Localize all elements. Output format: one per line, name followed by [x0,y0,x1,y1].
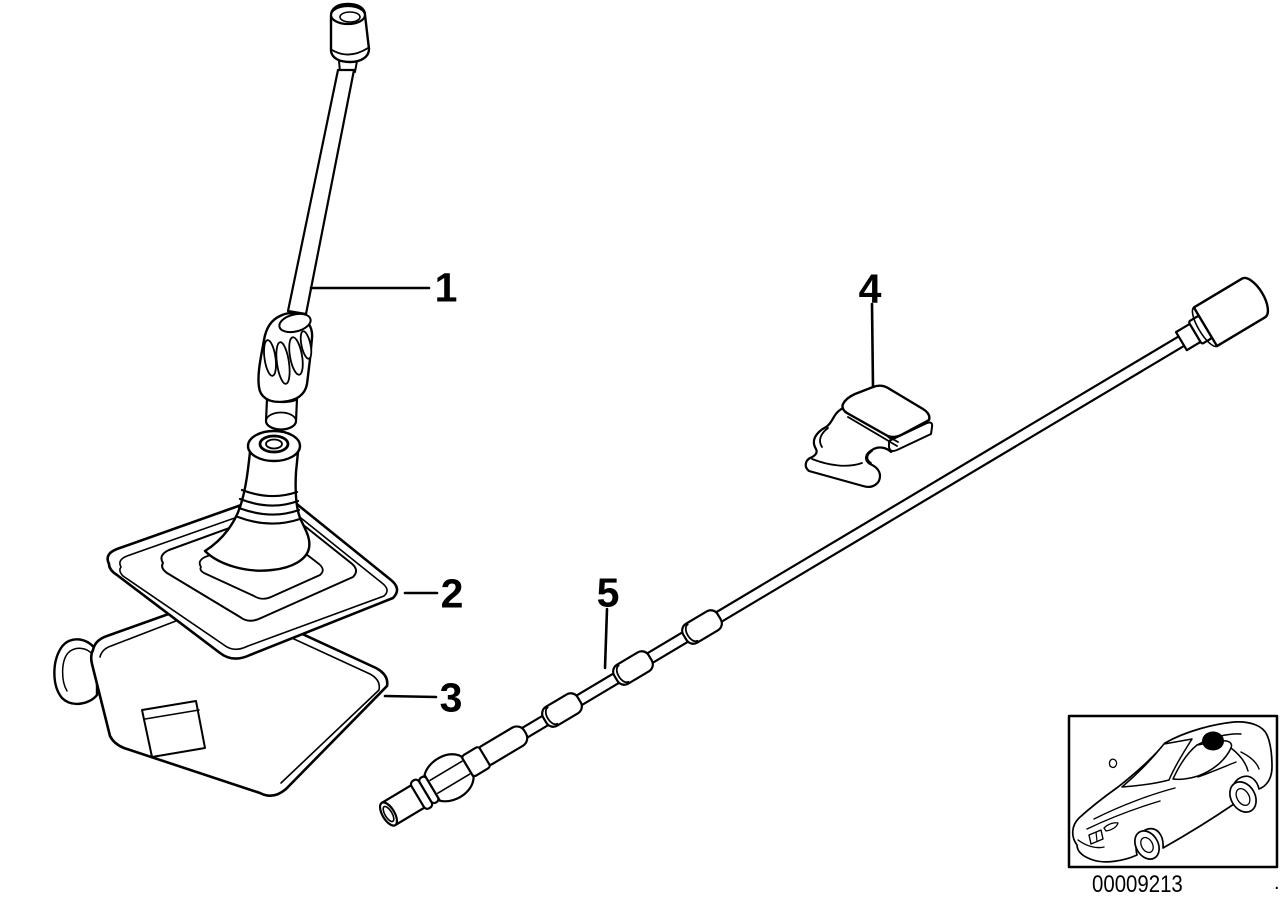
plug-hex-facet [437,773,471,795]
box-label-sticker-inner-line [144,709,200,720]
base-pad-inner-line [119,504,388,651]
clip-plate-edge-line [847,416,898,447]
car-bumper-line [1077,839,1105,849]
cable-sleeve-3 [612,650,654,686]
cable-plug-connector [378,746,491,827]
base-cone-socket-hole [265,438,283,450]
car-rear-wheel-hub [1235,787,1251,807]
mast-cap-top-inner [339,11,361,23]
leader-line-5 [603,607,609,670]
callout-label-5[interactable]: 5 [596,569,620,616]
clip-strap-fold-line [811,458,863,467]
car-hood-crease [1086,800,1161,830]
drawing-number: 00009213 [1092,871,1183,898]
base-cone-rib [238,497,300,507]
callout-label-3[interactable]: 3 [439,674,463,721]
cable-sleeve-2 [541,692,583,728]
collar-flute [288,336,304,376]
part-5-antenna-cable [378,276,1270,827]
mast-cap-top [329,4,367,26]
mast-cap-seam [331,47,369,56]
car-rear-wheel [1229,781,1257,813]
cable-sleeve-4 [681,609,723,645]
base-cone-socket-rim [258,434,290,454]
antenna-location-marker [1202,731,1224,751]
box-side-bump-inner-line [61,647,94,692]
base-cone-boot [203,450,311,572]
collar-flute [263,339,277,377]
callout-label-2[interactable]: 2 [440,570,464,617]
car-trunk-line [1240,751,1260,770]
part-2-antenna-base [106,429,399,660]
box-label-sticker [141,700,206,758]
car-front-wheel-hub [1140,836,1154,854]
collar-flute [299,330,313,360]
plug-collar [461,746,491,778]
mast-rod [286,68,356,316]
base-cone-rib [240,488,299,498]
car-headlight [1103,822,1119,832]
car-grille-divider [1095,831,1098,842]
car-belt-line [1197,761,1237,778]
plug-tip-bore [382,805,395,823]
base-cone-rib [237,506,301,516]
socket-barrel [1192,276,1270,348]
leader-line-4 [870,302,875,389]
socket-barrel-base [1191,306,1218,348]
car-mirror [1108,758,1118,769]
callout-label-1[interactable]: 1 [434,264,458,311]
clip-strap-fold-line [819,427,829,448]
car-location-inset [1067,714,1279,869]
cable-socket-connector [1174,276,1270,352]
base-cone-rib [236,515,302,525]
stray-print-mark: . [1274,872,1280,894]
leader-line-3 [383,694,438,699]
callout-leader-lines [309,286,875,699]
collar-top-rim [278,312,312,334]
car-windshield [1121,738,1193,788]
clip-strap-curl-line [866,450,873,464]
part-1-antenna-mast [257,2,371,431]
clip-lower-leaf [888,421,934,452]
part-4-cable-clip [804,384,934,488]
clip-plate-edge-line [844,411,899,443]
car-front-wheel [1134,830,1160,860]
callout-label-4[interactable]: 4 [858,265,882,312]
plug-hex-facet [429,760,463,782]
plug-tip-end [378,801,399,827]
car-hood-crease [1093,787,1176,820]
car-outline-drawing [1071,721,1273,863]
car-c-pillar [1230,747,1249,772]
mast-lower-neck-rim [265,411,297,431]
collar-flute [275,341,291,385]
